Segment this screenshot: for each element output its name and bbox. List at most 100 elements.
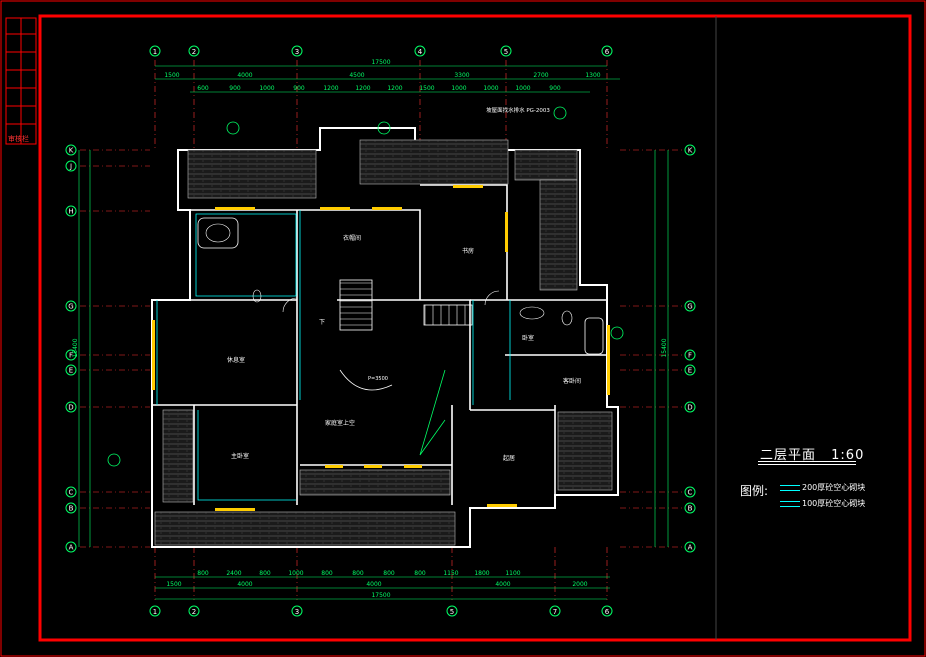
roof-tile-hatch bbox=[154, 139, 613, 546]
dim-top-detail-text: 1200 bbox=[323, 85, 338, 92]
room-label: 衣帽间 bbox=[343, 234, 361, 242]
detail-marker-3 bbox=[553, 106, 567, 120]
grid-row-bubble-left bbox=[65, 349, 77, 361]
dim-top-seg-text: 3300 bbox=[454, 72, 469, 79]
title-underline-2 bbox=[758, 464, 856, 465]
legend-text-200: 200厚砼空心砌块 bbox=[802, 483, 866, 492]
dim-top-seg-text: 4000 bbox=[237, 72, 252, 79]
inner-finish-line bbox=[197, 410, 296, 501]
detail-marker bbox=[226, 121, 240, 135]
room-label: 客卧间 bbox=[563, 377, 581, 385]
dim-bottom-detail-text: 800 bbox=[383, 570, 395, 577]
toilet bbox=[561, 310, 573, 326]
stamp-strip: 审核栏 bbox=[5, 17, 37, 145]
void-diagonal bbox=[419, 369, 446, 456]
dim-bottom-detail-text: 1150 bbox=[443, 570, 458, 577]
roof-north-east bbox=[514, 149, 578, 181]
grid-row-bubble-right bbox=[684, 300, 696, 312]
window bbox=[453, 185, 483, 188]
dim-top-detail-text: 900 bbox=[293, 85, 305, 92]
room-label: 书房 bbox=[462, 247, 474, 255]
grid-row-label-left: H bbox=[68, 208, 73, 216]
grid-col-label-bottom: 7 bbox=[553, 608, 557, 616]
dim-top-detail-text: 1000 bbox=[451, 85, 466, 92]
detail-marker-4 bbox=[107, 453, 121, 467]
dim-bottom-detail-text: 2400 bbox=[226, 570, 241, 577]
grid-row-label-right: B bbox=[688, 505, 693, 513]
dim-bottom-detail-text: 800 bbox=[259, 570, 271, 577]
grid-col-label-bottom: 2 bbox=[192, 608, 196, 616]
dim-bottom-total-text: 17500 bbox=[371, 592, 390, 599]
grid-row-bubble-left bbox=[65, 160, 77, 172]
dim-top-detail-text: 1200 bbox=[355, 85, 370, 92]
grid-row-bubble-left bbox=[65, 502, 77, 514]
dim-bottom-detail-text: 800 bbox=[321, 570, 333, 577]
grid-row-bubble-right bbox=[684, 364, 696, 376]
dim-top-detail-text: 1000 bbox=[515, 85, 530, 92]
grid-row-bubble-right bbox=[684, 541, 696, 553]
grid-row-bubble-right bbox=[684, 144, 696, 156]
grid-row-bubble-left bbox=[65, 205, 77, 217]
detail-marker-2 bbox=[377, 121, 391, 135]
grid-col-bubble-top bbox=[500, 45, 512, 57]
grid-row-bubble-left bbox=[65, 486, 77, 498]
dim-bottom-detail-text: 1800 bbox=[474, 570, 489, 577]
window bbox=[325, 465, 343, 468]
outer-wall bbox=[151, 127, 619, 548]
stamp-label: 审核栏 bbox=[8, 134, 29, 143]
room-label: 主卧室 bbox=[231, 452, 249, 460]
plan-title: 二层平面 1:60 bbox=[760, 444, 864, 463]
wall-outline bbox=[151, 127, 619, 548]
dim-top-detail-text: 1000 bbox=[259, 85, 274, 92]
detail-marker-5 bbox=[610, 326, 624, 340]
roof-mid bbox=[299, 469, 451, 496]
window bbox=[215, 207, 255, 210]
window bbox=[372, 207, 402, 210]
dim-top-detail-text: 600 bbox=[197, 85, 209, 92]
grid-row-label-right: F bbox=[688, 352, 692, 360]
legend-text-100: 100厚砼空心砌块 bbox=[802, 499, 866, 508]
grid-col-label-top: 5 bbox=[504, 48, 508, 56]
grid-row-bubble-left bbox=[65, 541, 77, 553]
grid-row-label-left: J bbox=[69, 163, 72, 171]
dim-top-detail-text: 900 bbox=[229, 85, 241, 92]
legend-item-200: 200厚砼空心砌块 bbox=[780, 482, 865, 493]
grid-col-bubble-bottom bbox=[188, 605, 200, 617]
bathtub-basin bbox=[205, 223, 231, 243]
room-label: 卧室 bbox=[522, 334, 534, 342]
dim-top-seg-text: 1500 bbox=[164, 72, 179, 79]
dim-bottom-detail-text: 1000 bbox=[288, 570, 303, 577]
dim-right-total-text: 15400 bbox=[661, 338, 668, 357]
grid-row-bubble-right bbox=[684, 349, 696, 361]
grid-row-bubble-right bbox=[684, 486, 696, 498]
roof-east bbox=[539, 179, 578, 291]
grid-row-label-right: A bbox=[688, 544, 693, 552]
partition-wall bbox=[190, 209, 421, 300]
grid-col-label-top: 6 bbox=[605, 48, 610, 56]
window bbox=[215, 508, 255, 511]
window bbox=[487, 504, 517, 507]
legend-item-100: 100厚砼空心砌块 bbox=[780, 498, 865, 509]
title-underline bbox=[758, 461, 856, 462]
window-vertical bbox=[607, 365, 610, 395]
legend-heading: 图例: bbox=[740, 484, 769, 498]
dim-top-detail-text: 900 bbox=[549, 85, 561, 92]
dim-top-total-text: 17500 bbox=[371, 59, 390, 66]
grid-col-label-top: 4 bbox=[418, 48, 423, 56]
dim-bottom-detail-text: 800 bbox=[197, 570, 209, 577]
dim-bottom-detail-text: 1100 bbox=[505, 570, 520, 577]
grid-col-bubble-top bbox=[188, 45, 200, 57]
toilet-2 bbox=[252, 289, 262, 303]
grid-row-label-left: C bbox=[69, 489, 74, 497]
grid-row-bubble-left bbox=[65, 401, 77, 413]
window-vertical bbox=[607, 325, 610, 365]
legend-swatch-200 bbox=[780, 484, 800, 491]
plan-scale: 1:60 bbox=[831, 448, 865, 463]
stair-down-note: 下 bbox=[319, 319, 325, 326]
grid-col-label-bottom: 3 bbox=[295, 608, 299, 616]
dim-bottom-seg-text: 4000 bbox=[495, 581, 510, 588]
grid-col-bubble-top bbox=[149, 45, 161, 57]
bathtub bbox=[197, 217, 239, 249]
grid-col-label-top: 2 bbox=[192, 48, 196, 56]
